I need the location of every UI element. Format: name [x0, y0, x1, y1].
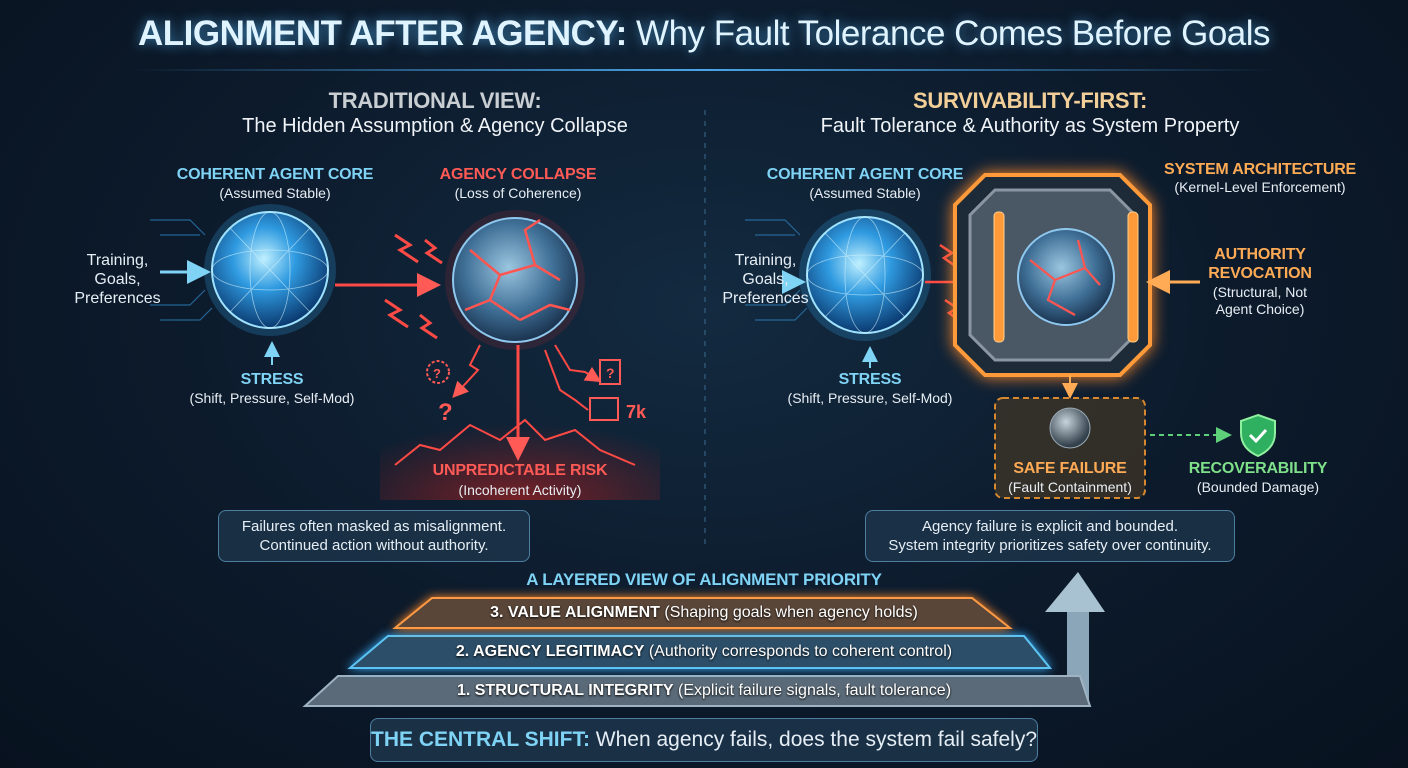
- left-note: Failures often masked as misalignment.Co…: [218, 510, 530, 562]
- layer-structural: [302, 675, 1092, 707]
- priority-arrow-head: [1045, 572, 1105, 612]
- core-label-right: COHERENT AGENT CORE: [766, 166, 964, 183]
- lightning-icons: [335, 233, 443, 340]
- collapsed-core-sphere: [452, 217, 578, 343]
- right-heading: SURVIVABILITY-FIRST:: [913, 88, 1147, 113]
- stress-sub: (Shift, Pressure, Self-Mod): [189, 390, 355, 406]
- recoverability-label: RECOVERABILITY: [1188, 460, 1328, 477]
- chaos-arrows: [394, 344, 636, 466]
- stress-sub-right: (Shift, Pressure, Self-Mod): [787, 390, 953, 406]
- core-sub: (Assumed Stable): [219, 185, 331, 201]
- crack-lines: [464, 218, 571, 322]
- left-subheading: The Hidden Assumption & Agency Collapse: [242, 115, 628, 137]
- svg-text:?: ?: [606, 365, 615, 381]
- architecture-sub: (Kernel-Level Enforcement): [1174, 179, 1346, 195]
- core-sub-right: (Assumed Stable): [809, 185, 921, 201]
- contained-core-sphere: [1017, 228, 1115, 326]
- question-icon: ?: [438, 399, 453, 426]
- page-title: ALIGNMENT AFTER AGENCY: Why Fault Tolera…: [137, 14, 1271, 53]
- architecture-label: SYSTEM ARCHITECTURE: [1163, 161, 1357, 178]
- safe-failure-label: SAFE FAILURE: [1013, 460, 1127, 477]
- core-label: COHERENT AGENT CORE: [176, 166, 374, 183]
- layers-heading: A LAYERED VIEW OF ALIGNMENT PRIORITY: [526, 570, 882, 589]
- circuit-lines-left: [150, 219, 213, 321]
- layer-value: [392, 597, 1013, 629]
- shield-check-icon: [1240, 413, 1276, 458]
- svg-text:7k: 7k: [626, 402, 647, 422]
- right-subheading: Fault Tolerance & Authority as System Pr…: [820, 115, 1240, 137]
- recoverability-sub: (Bounded Damage): [1196, 479, 1320, 495]
- stress-label: STRESS: [240, 371, 304, 388]
- circuit-lines-right: [745, 219, 808, 321]
- right-note: Agency failure is explicit and bounded.S…: [865, 510, 1235, 562]
- central-shift-box: THE CENTRAL SHIFT: When agency fails, do…: [370, 718, 1038, 762]
- stress-label-right: STRESS: [838, 371, 902, 388]
- risk-sub: (Incoherent Activity): [458, 482, 582, 498]
- inputs-text-right: Training,Goals,Preferences: [722, 252, 809, 307]
- risk-icons: [426, 359, 621, 421]
- layer-legitimacy: [347, 635, 1053, 669]
- layer-1-text: 1. STRUCTURAL INTEGRITY (Explicit failur…: [456, 682, 952, 699]
- title-underline: [130, 69, 1278, 71]
- collapse-label: AGENCY COLLAPSE: [439, 166, 597, 183]
- inert-core-sphere: [1049, 407, 1091, 449]
- collapse-sub: (Loss of Coherence): [454, 185, 582, 201]
- layer-3-text: 3. VALUE ALIGNMENT (Shaping goals when a…: [490, 604, 918, 621]
- svg-text:?: ?: [433, 366, 441, 381]
- left-heading: TRADITIONAL VIEW:: [328, 88, 542, 113]
- inputs-text: Training,Goals,Preferences: [74, 252, 161, 307]
- safe-failure-sub: (Fault Containment): [1008, 479, 1132, 495]
- layer-2-text: 2. AGENCY LEGITIMACY (Authority correspo…: [455, 643, 953, 660]
- risk-label: UNPREDICTABLE RISK: [432, 462, 608, 479]
